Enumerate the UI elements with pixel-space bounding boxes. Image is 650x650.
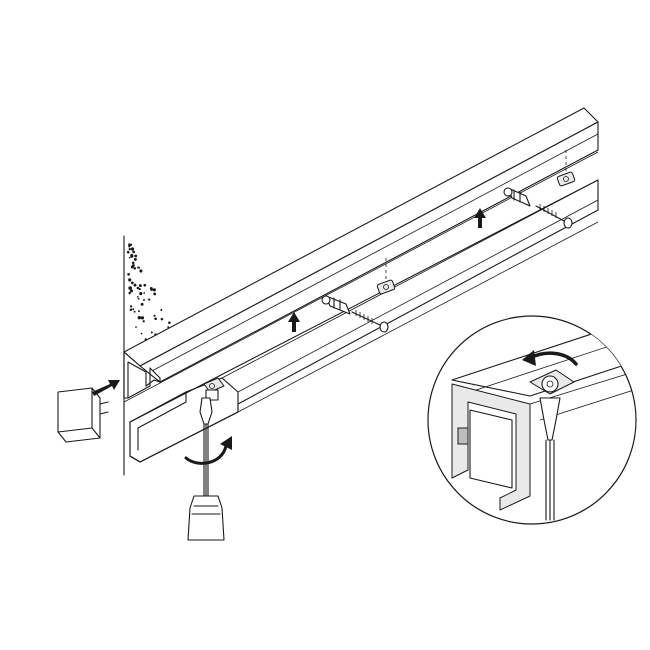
wall-dot xyxy=(154,317,157,321)
wall-dot xyxy=(127,251,130,254)
wall-dot xyxy=(130,265,134,269)
rotate-arrow-icon xyxy=(184,436,232,465)
wall-dot xyxy=(138,266,141,269)
wall-dot xyxy=(135,326,137,328)
wall-dot xyxy=(128,256,131,259)
wall-dot xyxy=(129,243,133,247)
wall-dot xyxy=(148,298,151,301)
wall-dot xyxy=(139,292,143,296)
wall-dot xyxy=(130,253,133,257)
screwdriver xyxy=(187,397,225,541)
wall-dot xyxy=(134,254,138,258)
screw-2 xyxy=(535,204,573,229)
slot-nut-2 xyxy=(556,171,576,187)
wall-texture xyxy=(126,243,181,345)
arrow-right-icon xyxy=(92,380,120,396)
wall-dot xyxy=(139,269,143,273)
wall-dot xyxy=(142,320,145,323)
wall-dot xyxy=(138,288,141,291)
wall-dot xyxy=(129,308,133,311)
wall-dot xyxy=(143,299,145,301)
detail-inset xyxy=(427,315,637,525)
wall-dot xyxy=(133,257,137,261)
clamp xyxy=(203,377,225,401)
wall-dot xyxy=(132,250,135,254)
wall-dot xyxy=(153,314,156,317)
slot-nut-1 xyxy=(376,279,396,295)
wall-dot xyxy=(133,283,137,287)
wall-dot xyxy=(133,267,137,270)
wall-dot xyxy=(140,316,145,320)
wall-dot xyxy=(128,291,131,294)
end-cap xyxy=(57,387,109,443)
wall-dot xyxy=(143,283,147,287)
rotate-arrow-icon xyxy=(522,350,578,366)
wall-dot xyxy=(138,284,142,288)
wall-dot xyxy=(132,308,135,311)
wall-dot xyxy=(130,247,135,251)
wall-dot xyxy=(128,286,132,290)
wall-dot xyxy=(129,305,133,308)
wall-dot xyxy=(137,297,140,300)
wall-dot xyxy=(140,332,143,335)
wall-dot xyxy=(143,292,146,294)
wall-dot xyxy=(140,302,144,306)
wall-dot xyxy=(133,310,136,313)
wall-dot xyxy=(128,278,132,282)
arrow-up-icon xyxy=(474,208,486,228)
wall-dot xyxy=(152,288,156,292)
wall-dot xyxy=(137,310,140,313)
wall-plug-2 xyxy=(503,187,531,207)
wall-dot xyxy=(160,317,164,321)
wall-dot xyxy=(150,331,153,334)
screw-1 xyxy=(351,310,389,333)
wall-dot xyxy=(131,261,135,265)
arrow-up-icon xyxy=(288,312,300,332)
wall-plug-1 xyxy=(321,295,351,315)
upper-rail xyxy=(123,107,599,403)
lower-track xyxy=(129,150,599,463)
wall-dot xyxy=(168,321,171,324)
wall-dot xyxy=(167,326,170,329)
wall-dot xyxy=(129,289,134,293)
wall-dot xyxy=(127,273,130,276)
wall-dot xyxy=(160,308,163,312)
wall-dot xyxy=(149,286,153,290)
wall-dot xyxy=(130,281,134,285)
wall-dot xyxy=(137,316,141,320)
wall-dot xyxy=(153,292,157,296)
wall-dot xyxy=(136,295,139,298)
wall-dot xyxy=(128,247,132,251)
wall-dot xyxy=(136,286,140,290)
